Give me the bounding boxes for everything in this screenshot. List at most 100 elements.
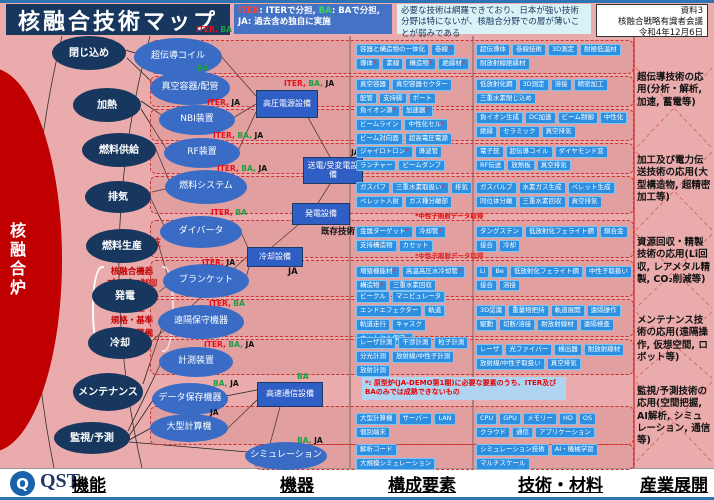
neutron-data-footnote-1: *中性子照射データ取得 [415, 212, 484, 220]
small-box: 冷却管* [414, 226, 446, 238]
function-ellipse-5: 発電 [92, 279, 158, 313]
device-ellipse-6: ブランケット [163, 264, 249, 298]
share-tag-iter: ITER, [204, 340, 229, 349]
small-box: 素線 [382, 58, 404, 70]
qst-logo-text: QST [40, 470, 81, 492]
document-info-box: 資料3 核融合戦略有識者会議 令和4年12月6日 [596, 4, 708, 39]
small-box: 溶接 [550, 78, 572, 91]
components-row-1: 真空容器真空容器セクター配管支持脚ポート [356, 77, 472, 106]
asterisk-marker: * [405, 146, 409, 155]
small-box: 放射計測 [356, 364, 390, 377]
asterisk-marker: * [373, 59, 377, 67]
device-ellipse-7: 遠隔保守機器 [158, 305, 244, 339]
asterisk-marker: * [461, 59, 466, 67]
small-box: 耐極低温材 [580, 44, 621, 56]
small-box: 排気 [450, 182, 472, 194]
small-box: 遠隔検査 [579, 319, 614, 331]
small-box: サーバー [398, 412, 433, 425]
small-box: 3D測定 [548, 44, 579, 56]
share-tag-ja: JA [258, 164, 268, 173]
small-box: 大型計算機 [356, 412, 397, 425]
small-box: 増殖機能材* [356, 265, 400, 278]
small-box: 配管 [356, 92, 377, 105]
device-ellipse-10: 大型計算機 [150, 414, 228, 442]
small-box: ランチャー [356, 159, 397, 172]
share-tag-ja: JA [245, 340, 255, 349]
small-box: 超高電圧電源 [404, 132, 452, 145]
small-box: キャスク [392, 319, 426, 331]
share-tag-ba: BA, [308, 79, 326, 88]
small-box: 解析コード [356, 444, 397, 456]
share-tag-iter: ITER, [202, 258, 227, 267]
industry-block-superconducting: 超伝導技術の応用(分析・解析, 加速, 蓄電等) [637, 72, 704, 108]
small-box: 3D測定 [518, 78, 549, 91]
device-tags-4: ITER, BA, JA [217, 164, 267, 173]
small-box: 水素ガス生成 [518, 182, 566, 194]
device-ellipse-3: RF装置 [164, 138, 240, 168]
small-box: 負イオン生成 [476, 112, 523, 124]
small-box: 絶縁材* [438, 58, 470, 70]
small-box: 真空排気 [567, 196, 602, 208]
small-box: Li [476, 265, 490, 278]
function-ellipse-0: 閉じ込め [52, 36, 126, 70]
aux-note-2: 既存技術 [321, 227, 356, 237]
small-box: 接合 [476, 279, 497, 292]
small-box: 超伝導体 [476, 44, 510, 56]
device-ellipse-1: 真空容器/配管 [150, 71, 230, 105]
small-box: レーザ [476, 344, 504, 356]
small-box: 通信 [512, 426, 533, 439]
small-box: 冷却 [499, 240, 520, 252]
function-ellipse-6: 冷却 [88, 327, 152, 359]
share-tag-iter: ITER, [284, 79, 309, 88]
small-box: 大規模シミュレーション [356, 458, 436, 470]
device-tags-11: BA, JA [297, 436, 323, 445]
small-box: 中性化セル* [404, 119, 449, 131]
small-box: CPU [476, 412, 498, 425]
small-box: メモリー [522, 412, 557, 425]
asterisk-marker: * [441, 183, 445, 192]
small-box: 真空排気 [546, 358, 581, 370]
neutron-data-footnote-2: *中性子照射データ取得 [415, 252, 484, 260]
legend-segment-3: : BAで分担, [331, 6, 381, 16]
device-ellipse-5: ダイバータ [160, 216, 242, 248]
footer-label-components: 構成要素 [388, 476, 456, 496]
small-box: 粒子計測 [434, 337, 469, 350]
asterisk-marker: * [440, 120, 445, 129]
aux-box-0: 高圧電源設備 [256, 90, 318, 118]
components-row-7: ビークルマニピュレータエンドエフェクター軌道軌道走行キャスクホットセル保守* [356, 291, 472, 345]
small-box: 電子銃 [476, 145, 504, 158]
legend-box: ITER: ITERで分担, BA: BAで分担, JA: 過去含め独自に実施 [234, 4, 392, 34]
share-tag-ba: BA [197, 64, 209, 73]
small-box: 重量物把持 [508, 305, 549, 317]
device-ellipse-9: データ保存機器 [152, 383, 228, 415]
small-box: 放熱板 [507, 159, 535, 172]
doc-number: 資料3 [680, 6, 703, 16]
small-box: セラミック [499, 126, 540, 138]
page-title: 核融合技術マップ [6, 4, 230, 35]
small-box: 放射線/中性子計測 [392, 351, 455, 363]
device-tags-1: BA [197, 64, 209, 73]
design-item-0: 核融合機器 [110, 267, 154, 277]
small-box: 中性化 [599, 112, 628, 124]
device-ellipse-8: 計測装置 [159, 347, 233, 377]
components-row-5: 金属ターゲット*冷却管*支持構造物カセット [356, 221, 472, 257]
doc-date: 令和4年12月6日 [638, 28, 703, 39]
small-box: OS [578, 412, 597, 425]
summary-note: 必要な技術は網羅できており、日本が強い技術分野は特にないが、核融合分野での層が薄… [397, 4, 591, 39]
asterisk-marker: * [457, 266, 462, 275]
share-tag-ja: JA [230, 379, 239, 388]
device-tags-2: ITER, JA [207, 98, 240, 107]
share-tag-ja: JA [351, 148, 360, 157]
small-box: HD [558, 412, 577, 425]
share-tag-iter: ITER, [217, 164, 242, 173]
share-tag-ja: JA [314, 436, 323, 445]
small-box: 三重水素回収 [518, 196, 566, 208]
row-band-9 [150, 406, 634, 445]
small-box: 耐放射線材 [583, 344, 625, 356]
small-box: 軌道 [424, 305, 446, 317]
design-item-4: 規格・基準 [110, 316, 154, 327]
share-tag-ja: JA [210, 408, 219, 417]
